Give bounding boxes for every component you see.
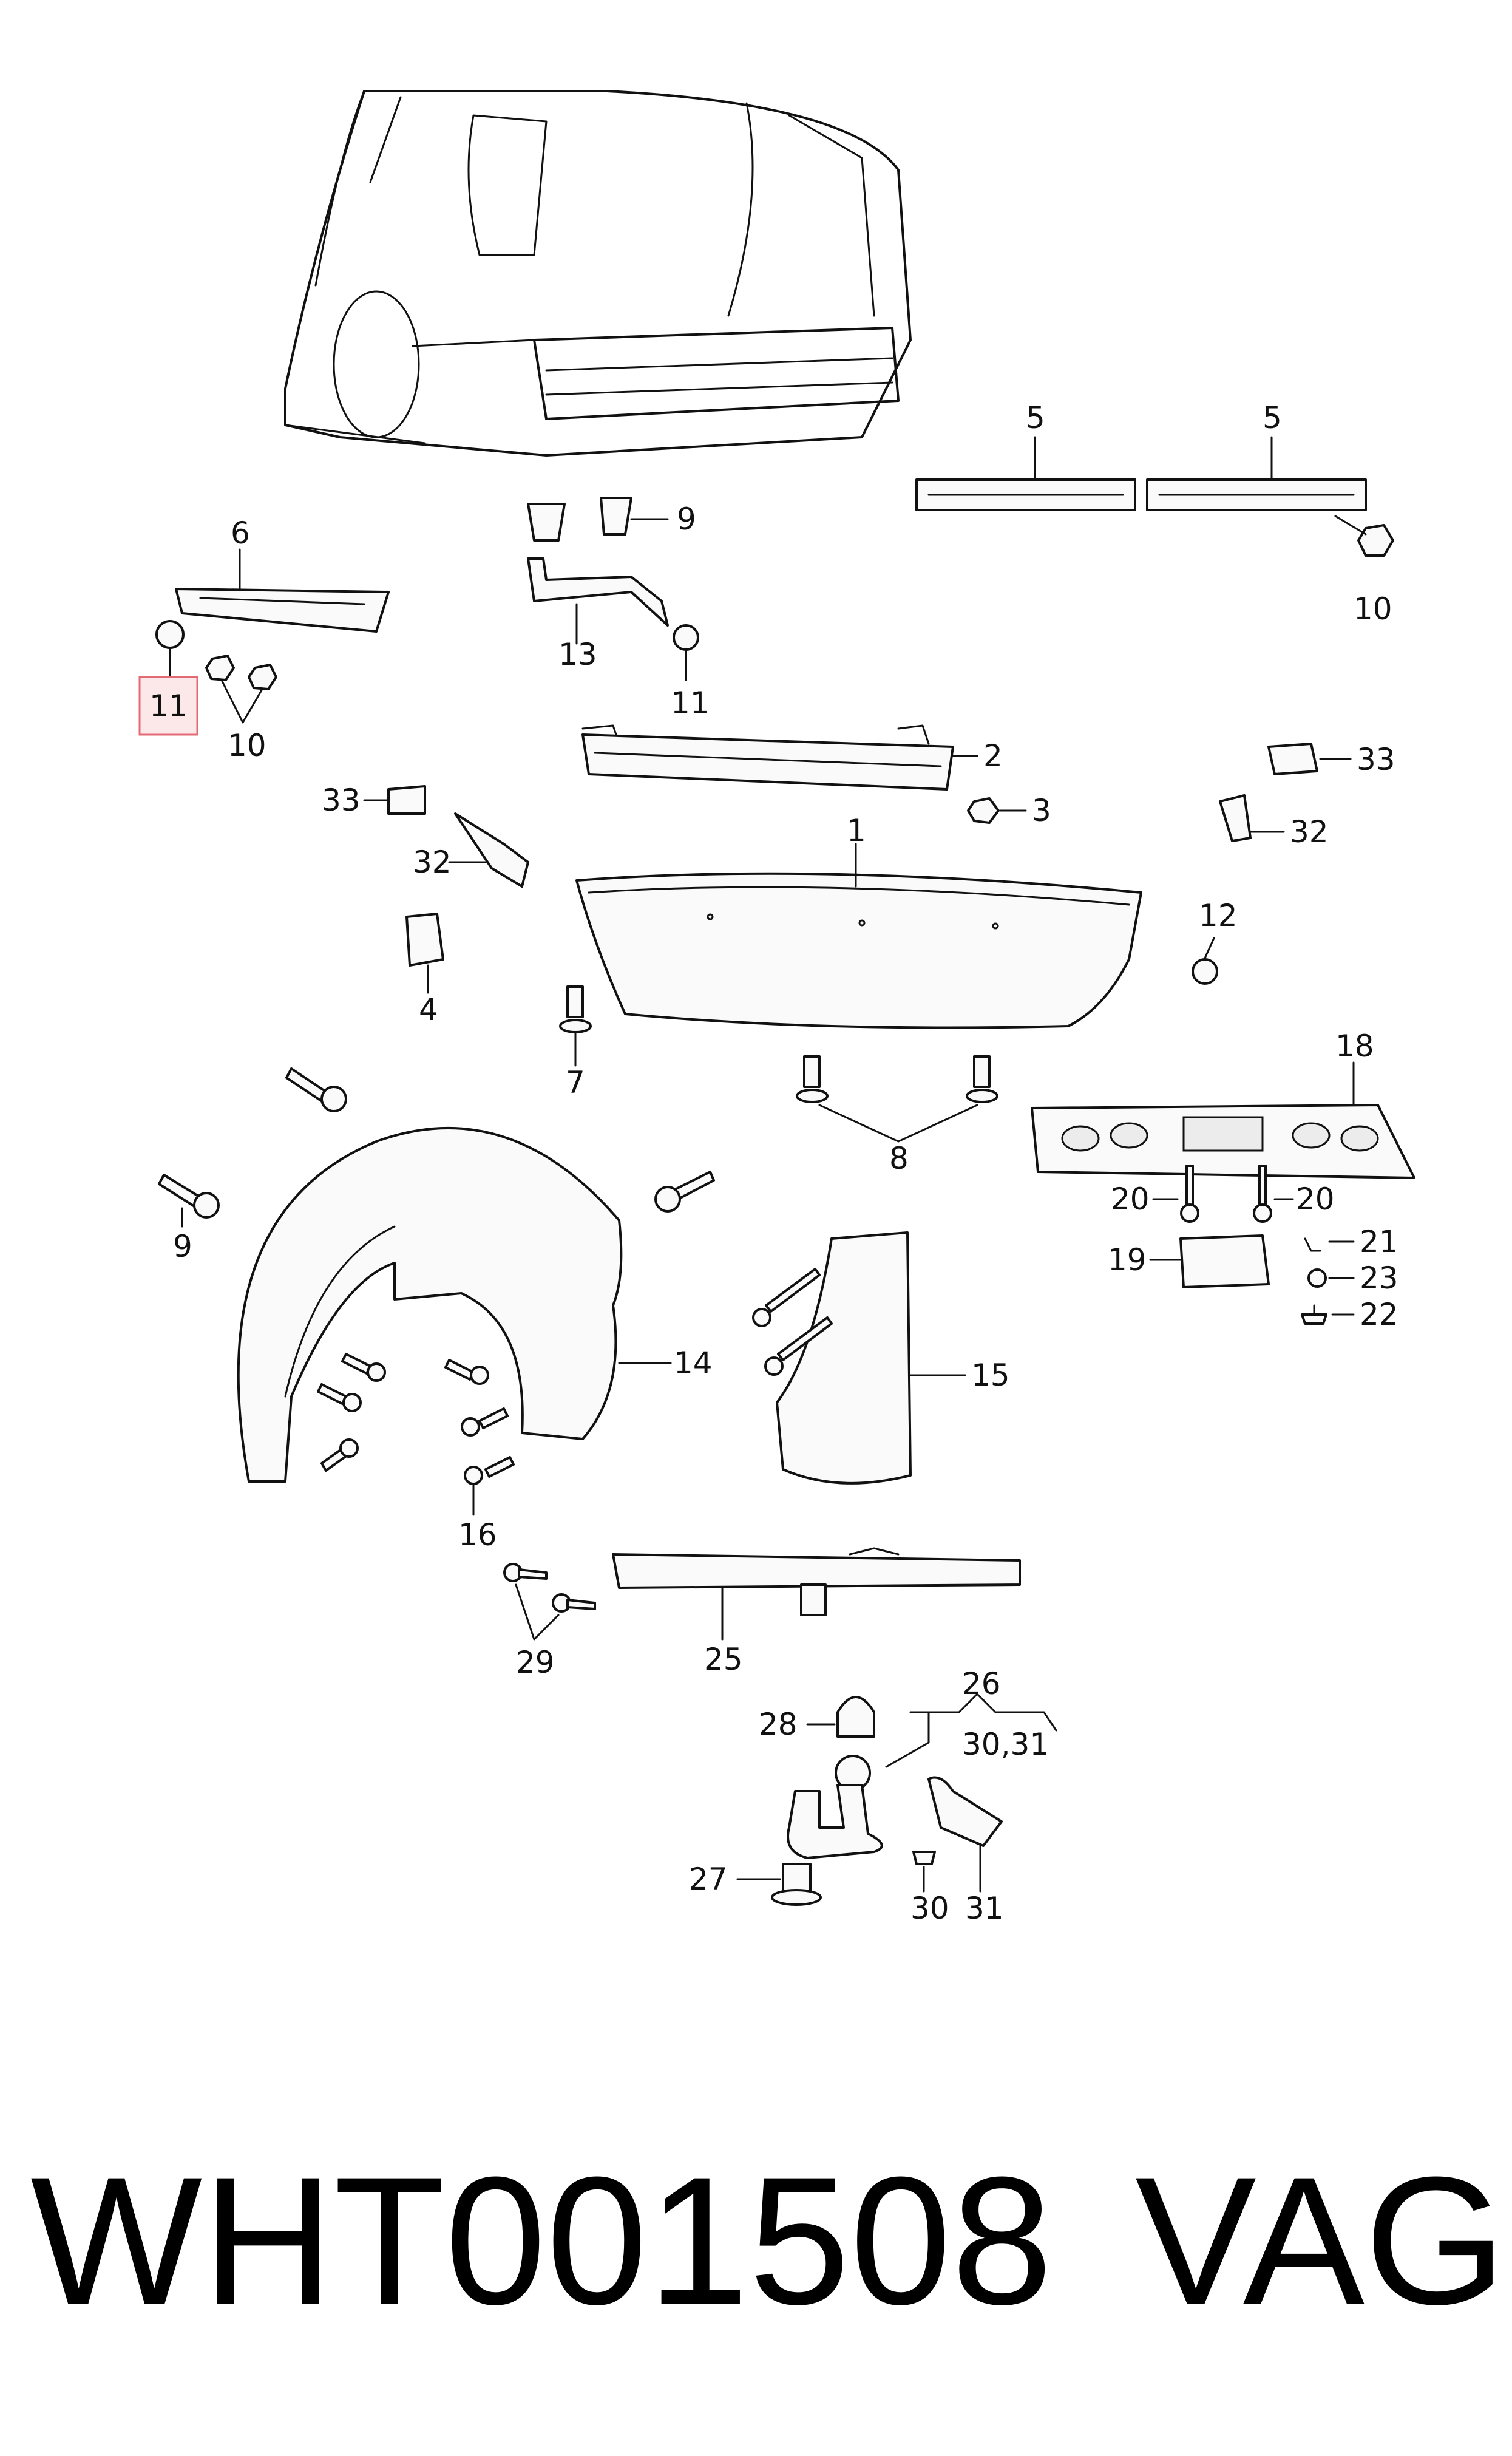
part-21-spring: [1304, 1237, 1321, 1252]
callout-32b: 32: [1290, 814, 1329, 849]
vehicle-rear-body: [284, 90, 912, 457]
callout-26-sub: 30,31: [962, 1727, 1049, 1762]
part-4-clip: [405, 913, 444, 967]
highlight-box: [138, 676, 198, 736]
brand-name: VAG: [1135, 2138, 1507, 2342]
callout-10b: 10: [1354, 591, 1392, 627]
part-30-screw: [912, 1851, 936, 1865]
callout-26: 26: [962, 1666, 1001, 1701]
callout-1: 1: [847, 813, 866, 848]
footer: WHT001508 VAG: [30, 2138, 1506, 2342]
part-25-towbar: [612, 1547, 1021, 1616]
callout-21: 21: [1360, 1224, 1398, 1259]
part-23-nut: [1307, 1268, 1327, 1288]
callout-12: 12: [1199, 898, 1238, 933]
callout-5b: 5: [1263, 400, 1282, 435]
callout-9a: 9: [677, 502, 696, 537]
part-28-cap: [836, 1696, 875, 1738]
part-15-mudflap: [752, 1231, 912, 1485]
callout-16: 16: [458, 1517, 497, 1553]
callout-28: 28: [759, 1707, 798, 1742]
callout-20b: 20: [1296, 1182, 1335, 1217]
callout-14: 14: [674, 1345, 713, 1381]
part-12-clip: [1192, 958, 1218, 985]
callout-32a: 32: [413, 845, 452, 880]
part-number: WHT001508: [30, 2138, 1053, 2342]
part-29-bolts: [503, 1563, 596, 1613]
callout-15: 15: [971, 1358, 1010, 1393]
callout-20a: 20: [1111, 1182, 1150, 1217]
callout-3: 3: [1032, 793, 1051, 828]
part-7-fastener: [559, 985, 592, 1033]
callout-4: 4: [419, 992, 438, 1027]
part-32-right: [1219, 794, 1252, 842]
part-3-nut: [967, 797, 1000, 824]
callout-25: 25: [704, 1642, 743, 1677]
part-11-clip-mid: [673, 624, 699, 651]
part-33-left: [387, 785, 426, 815]
callout-22: 22: [1360, 1297, 1398, 1332]
callout-27: 27: [689, 1862, 728, 1897]
part-33-right: [1267, 743, 1318, 775]
callout-13: 13: [558, 637, 597, 672]
part-19-cover: [1179, 1234, 1270, 1288]
callout-5a: 5: [1026, 400, 1045, 435]
part-5-left: [915, 478, 1136, 511]
part-9-screw: [158, 1174, 220, 1219]
part-22-rivet: [1301, 1313, 1327, 1325]
callout-31: 31: [965, 1891, 1004, 1926]
callout-10a: 10: [228, 728, 266, 763]
callout-18: 18: [1335, 1029, 1374, 1064]
callout-8: 8: [889, 1141, 909, 1176]
callout-11b: 11: [671, 685, 710, 721]
part-14-wheel-liner: [237, 1126, 623, 1483]
part-18-diffuser: [1031, 1104, 1415, 1179]
callout-29: 29: [516, 1645, 555, 1680]
part-2-crossmember: [581, 724, 954, 791]
part-10-nut: [1357, 524, 1394, 557]
callout-11a: 11: [149, 689, 188, 724]
part-5-right: [1146, 478, 1367, 511]
part-27-nut: [771, 1863, 822, 1906]
arch-top-screws: [285, 1067, 715, 1213]
callout-33a: 33: [322, 783, 361, 818]
part-8-fasteners: [796, 1055, 998, 1103]
part-20-screws: [1180, 1165, 1272, 1223]
part-26-tow-ball: [787, 1755, 883, 1859]
part-31-cover: [927, 1776, 1003, 1847]
callout-9b: 9: [173, 1229, 192, 1264]
part-32-left: [454, 812, 529, 888]
part-1-bumper: [575, 872, 1142, 1029]
callout-19: 19: [1108, 1242, 1147, 1277]
part-11-clip-left: [155, 620, 185, 649]
callout-33b: 33: [1357, 742, 1395, 777]
part-16-screws: [317, 1353, 515, 1485]
part-6-bracket: [175, 588, 390, 633]
callout-7: 7: [566, 1065, 585, 1100]
callout-30: 30: [910, 1891, 949, 1926]
callout-2: 2: [983, 738, 1003, 774]
part-13-bracket: [527, 557, 669, 627]
callout-6: 6: [231, 515, 250, 551]
part-10-nuts-left: [205, 655, 277, 690]
callout-23: 23: [1360, 1260, 1398, 1296]
part-9-clips: [527, 497, 632, 542]
